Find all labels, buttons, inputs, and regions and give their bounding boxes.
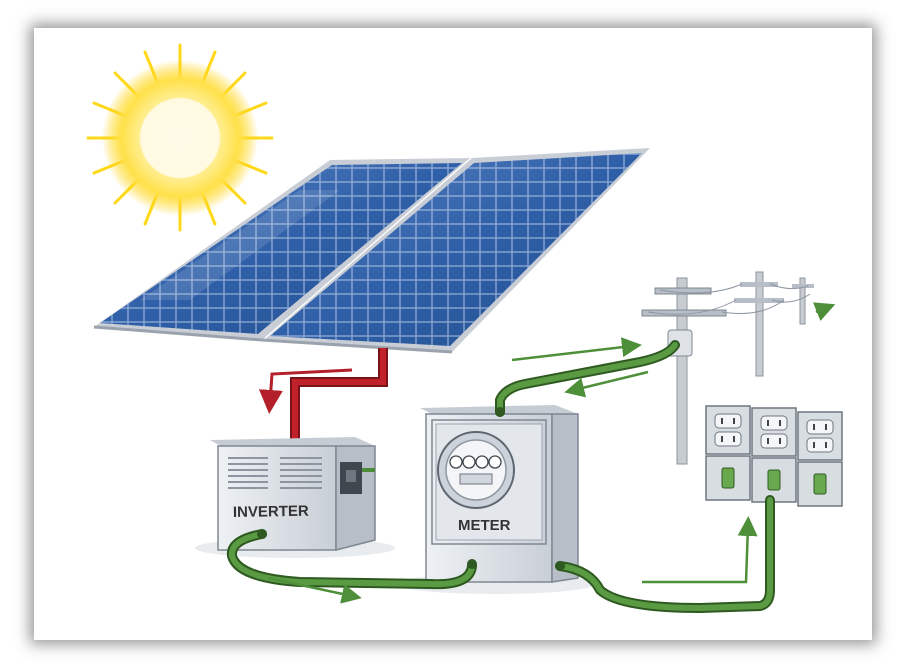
inverter-label: INVERTER [233, 503, 309, 521]
flow-arrow-icon [267, 302, 836, 604]
dc-cable [290, 348, 388, 440]
inverter-icon [195, 437, 395, 558]
meter-label: METER [458, 517, 511, 534]
utility-pole-icon [641, 271, 814, 465]
meter-icon [395, 405, 595, 594]
sun-icon [86, 43, 274, 232]
power-outlet-icon [705, 405, 843, 507]
ac-cable [226, 340, 775, 614]
flow-arrow-icon [258, 368, 353, 414]
solar-panel-icon [93, 148, 650, 354]
